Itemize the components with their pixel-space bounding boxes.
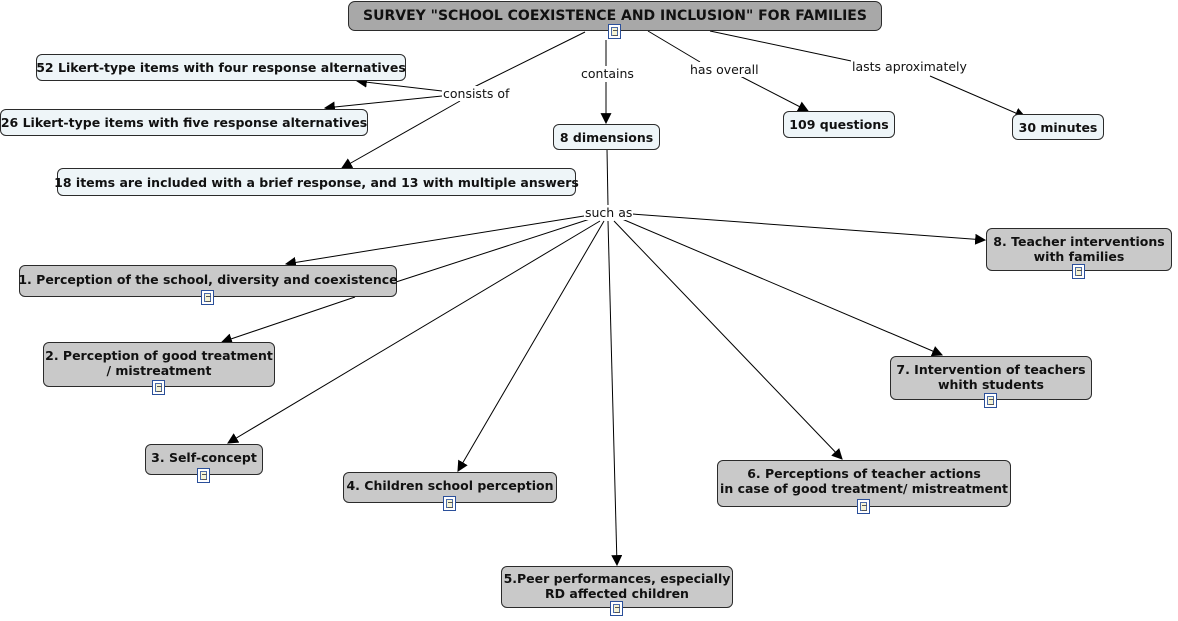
link-title-consists [469, 31, 586, 90]
document-icon[interactable] [443, 496, 456, 511]
dimension-3-text: 3. Self-concept [151, 450, 257, 465]
label-has-overall: has overall [689, 62, 760, 77]
link-consists-likert-five [323, 95, 443, 113]
document-icon[interactable] [984, 393, 997, 408]
document-icon[interactable] [152, 380, 165, 395]
link-consists-likert-four [355, 76, 443, 92]
dimension-2-line1: 2. Perception of good treatment [45, 348, 273, 363]
label-contains: contains [580, 66, 635, 81]
node-brief-multiple-text: 18 items are included with a brief respo… [54, 174, 579, 190]
label-lasts-aproximately: lasts aproximately [851, 59, 968, 74]
link-title-lasts [709, 30, 857, 63]
label-consists-of: consists of [442, 86, 511, 101]
node-109-questions[interactable]: 109 questions [783, 111, 895, 138]
node-30-minutes-text: 30 minutes [1018, 119, 1098, 135]
dimension-5-line1: 5.Peer performances, especially [503, 571, 731, 586]
dimension-8-line1: 8. Teacher interventions [993, 234, 1165, 249]
link-d1-d2 [220, 296, 356, 345]
dimension-4-text: 4. Children school perception [346, 478, 554, 493]
dimension-3[interactable]: 3. Self-concept [145, 444, 263, 475]
link-dimensions-such-as [606, 148, 609, 207]
document-icon[interactable] [197, 468, 210, 483]
node-8-dimensions[interactable]: 8 dimensions [553, 124, 660, 150]
link-such-as-d5 [607, 220, 623, 567]
document-icon[interactable] [857, 499, 870, 514]
dimension-6-line1: 6. Perceptions of teacher actions [747, 466, 981, 481]
link-such-as-d6 [613, 220, 843, 460]
document-icon[interactable] [608, 24, 621, 39]
dimension-2[interactable]: 2. Perception of good treatment / mistre… [43, 342, 275, 387]
dimension-8-line2: with families [1033, 249, 1125, 264]
document-icon[interactable] [1072, 264, 1085, 279]
link-consists-brief [341, 100, 461, 169]
node-brief-multiple[interactable]: 18 items are included with a brief respo… [54, 168, 579, 196]
dimension-5-line2: RD affected children [545, 586, 689, 601]
dimension-7[interactable]: 7. Intervention of teachers whith studen… [890, 356, 1092, 400]
survey-title-text: SURVEY "SCHOOL COEXISTENCE AND INCLUSION… [363, 7, 867, 24]
dimension-6-line2: in case of good treatment/ mistreatment [720, 481, 1008, 496]
node-109-questions-text: 109 questions [789, 117, 889, 132]
document-icon[interactable] [610, 601, 623, 616]
link-title-has-overall [647, 30, 701, 63]
link-has-overall-questions [739, 75, 809, 112]
survey-title[interactable]: SURVEY "SCHOOL COEXISTENCE AND INCLUSION… [348, 1, 882, 31]
link-such-as-d1b [395, 218, 591, 283]
link-such-as-d8 [631, 213, 987, 245]
node-30-minutes[interactable]: 30 minutes [1012, 114, 1104, 140]
dimension-1-text: 1. Perception of the school, diversity a… [18, 272, 398, 287]
link-lasts-duration [929, 75, 1027, 119]
node-likert-five-text: 26 Likert-type items with five response … [0, 115, 368, 130]
dimension-2-line2: / mistreatment [106, 363, 212, 378]
link-such-as-d7 [621, 218, 944, 357]
link-such-as-d1 [284, 215, 585, 268]
link-such-as-d3 [227, 220, 601, 444]
label-such-as: such as [584, 205, 634, 220]
dimension-7-line1: 7. Intervention of teachers [896, 362, 1086, 377]
dimension-7-line2: whith students [937, 377, 1044, 392]
node-8-dimensions-text: 8 dimensions [559, 129, 654, 145]
node-likert-five[interactable]: 26 Likert-type items with five response … [0, 109, 368, 136]
dimension-8[interactable]: 8. Teacher interventions with families [986, 228, 1172, 271]
document-icon[interactable] [201, 290, 214, 305]
node-likert-four[interactable]: 52 Likert-type items with four response … [36, 54, 406, 81]
link-such-as-d4 [457, 220, 605, 472]
node-likert-four-text: 52 Likert-type items with four response … [36, 60, 406, 75]
